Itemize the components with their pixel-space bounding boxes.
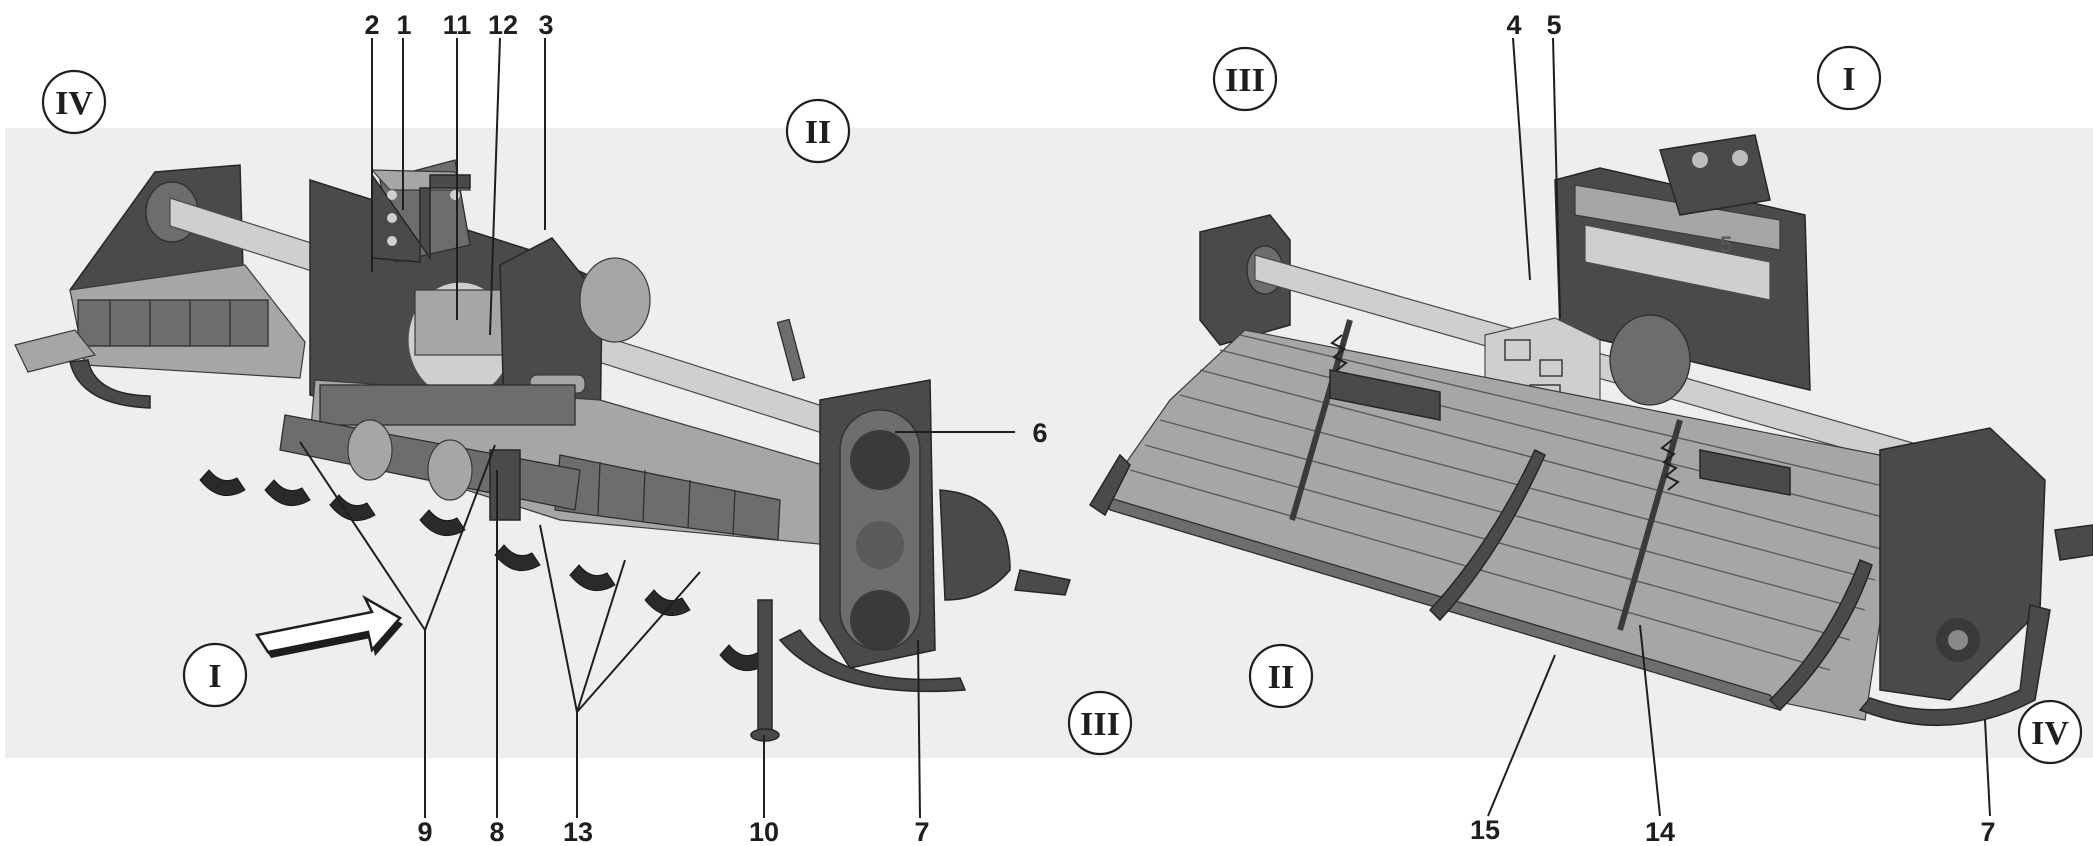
callout-5: 5 bbox=[1546, 10, 1561, 40]
right-leader-lines bbox=[1487, 37, 1991, 817]
callout-14: 14 bbox=[1645, 817, 1675, 846]
left-leader-lines bbox=[299, 37, 1015, 819]
svg-text:I: I bbox=[1842, 61, 1855, 98]
left-view-machine bbox=[14, 159, 1071, 742]
svg-text:IV: IV bbox=[55, 85, 93, 122]
callout-8: 8 bbox=[489, 817, 504, 846]
svg-text:5: 5 bbox=[1720, 232, 1732, 257]
side-marker-iv-left: IV bbox=[41, 69, 107, 135]
callout-3: 3 bbox=[538, 10, 553, 40]
side-marker-i-right: I bbox=[1816, 45, 1882, 111]
side-marker-iv-right: IV bbox=[2017, 699, 2083, 765]
callout-7-rear: 7 bbox=[1980, 817, 1995, 846]
callout-4: 4 bbox=[1506, 10, 1521, 40]
svg-text:I: I bbox=[208, 658, 221, 695]
callout-9: 9 bbox=[417, 817, 432, 846]
callout-1: 1 bbox=[396, 10, 411, 40]
callout-10: 10 bbox=[749, 817, 779, 846]
svg-text:II: II bbox=[1268, 659, 1294, 696]
direction-arrow-icon bbox=[254, 594, 403, 658]
svg-text:II: II bbox=[805, 114, 831, 151]
svg-text:IV: IV bbox=[2031, 715, 2069, 752]
callout-7: 7 bbox=[914, 817, 929, 846]
right-view-machine: 5 bbox=[1088, 134, 2093, 727]
side-marker-iii-right: III bbox=[1212, 46, 1278, 112]
support-leg bbox=[757, 599, 773, 731]
side-marker-ii-right: II bbox=[1248, 643, 1314, 709]
side-marker-iii-left: III bbox=[1067, 690, 1133, 756]
callout-13: 13 bbox=[563, 817, 593, 846]
callout-6: 6 bbox=[1032, 418, 1047, 448]
callout-11: 11 bbox=[443, 10, 472, 40]
side-marker-ii-left: II bbox=[785, 98, 851, 164]
tine-row bbox=[199, 469, 766, 672]
svg-text:III: III bbox=[1080, 706, 1120, 743]
side-marker-i-left: I bbox=[182, 642, 248, 708]
callout-2: 2 bbox=[364, 10, 379, 40]
callout-12: 12 bbox=[488, 10, 518, 40]
callout-15: 15 bbox=[1470, 815, 1500, 845]
svg-text:III: III bbox=[1225, 62, 1265, 99]
